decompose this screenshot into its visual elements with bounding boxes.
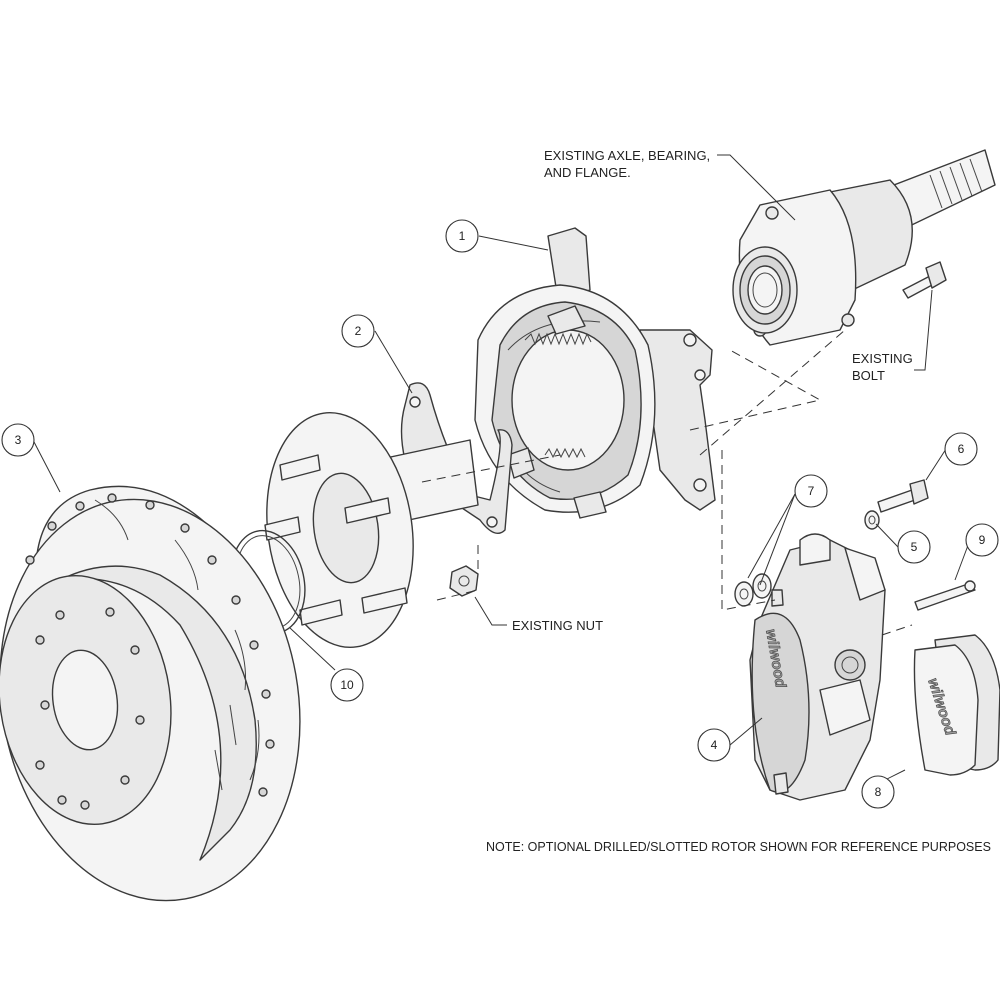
callout-3: 3 [1,423,35,457]
callout-1: 1 [445,219,479,253]
existing-bolt [902,261,947,299]
callout-8: 8 [861,775,895,809]
reference-note: NOTE: OPTIONAL DRILLED/SLOTTED ROTOR SHO… [486,840,991,854]
brake-pads: wilwood [913,634,1000,776]
callout-7-number: 7 [808,484,815,498]
wheel-studs [264,454,408,626]
callout-10-number: 10 [340,678,354,692]
caliper-bolt [877,479,929,513]
callout-2: 2 [341,314,375,348]
existing-axle-assembly [732,149,996,346]
callout-4: 4 [697,728,731,762]
hub-plate [264,412,414,648]
callout-1-number: 1 [459,229,466,243]
callout-9-number: 9 [979,533,986,547]
assembly-lines [421,329,913,636]
parking-brake-assembly [474,227,716,519]
callout-10: 10 [330,668,364,702]
rotor-drill-holes [25,493,275,810]
existing-axle-label-line1: EXISTING AXLE, BEARING, [544,148,710,163]
existing-bolt-label-line2: BOLT [852,368,885,383]
callout-6: 6 [944,432,978,466]
callout-2-number: 2 [355,324,362,338]
washer [864,510,880,530]
cotter-pin [914,580,976,611]
shims [734,573,772,607]
callout-3-number: 3 [15,433,22,447]
callout-5-number: 5 [911,540,918,554]
rotor-slots [94,499,260,791]
rotor [0,485,301,902]
callout-8-number: 8 [875,785,882,799]
caliper: wilwood [749,533,886,801]
callout-9: 9 [965,523,999,557]
callout-7: 7 [794,474,828,508]
existing-nut-label: EXISTING NUT [512,618,603,633]
existing-axle-label-line2: AND FLANGE. [544,165,631,180]
callout-4-number: 4 [711,738,718,752]
callout-6-number: 6 [958,442,965,456]
existing-bolt-label-line1: EXISTING [852,351,913,366]
callout-5: 5 [897,530,931,564]
existing-nut [449,565,479,597]
